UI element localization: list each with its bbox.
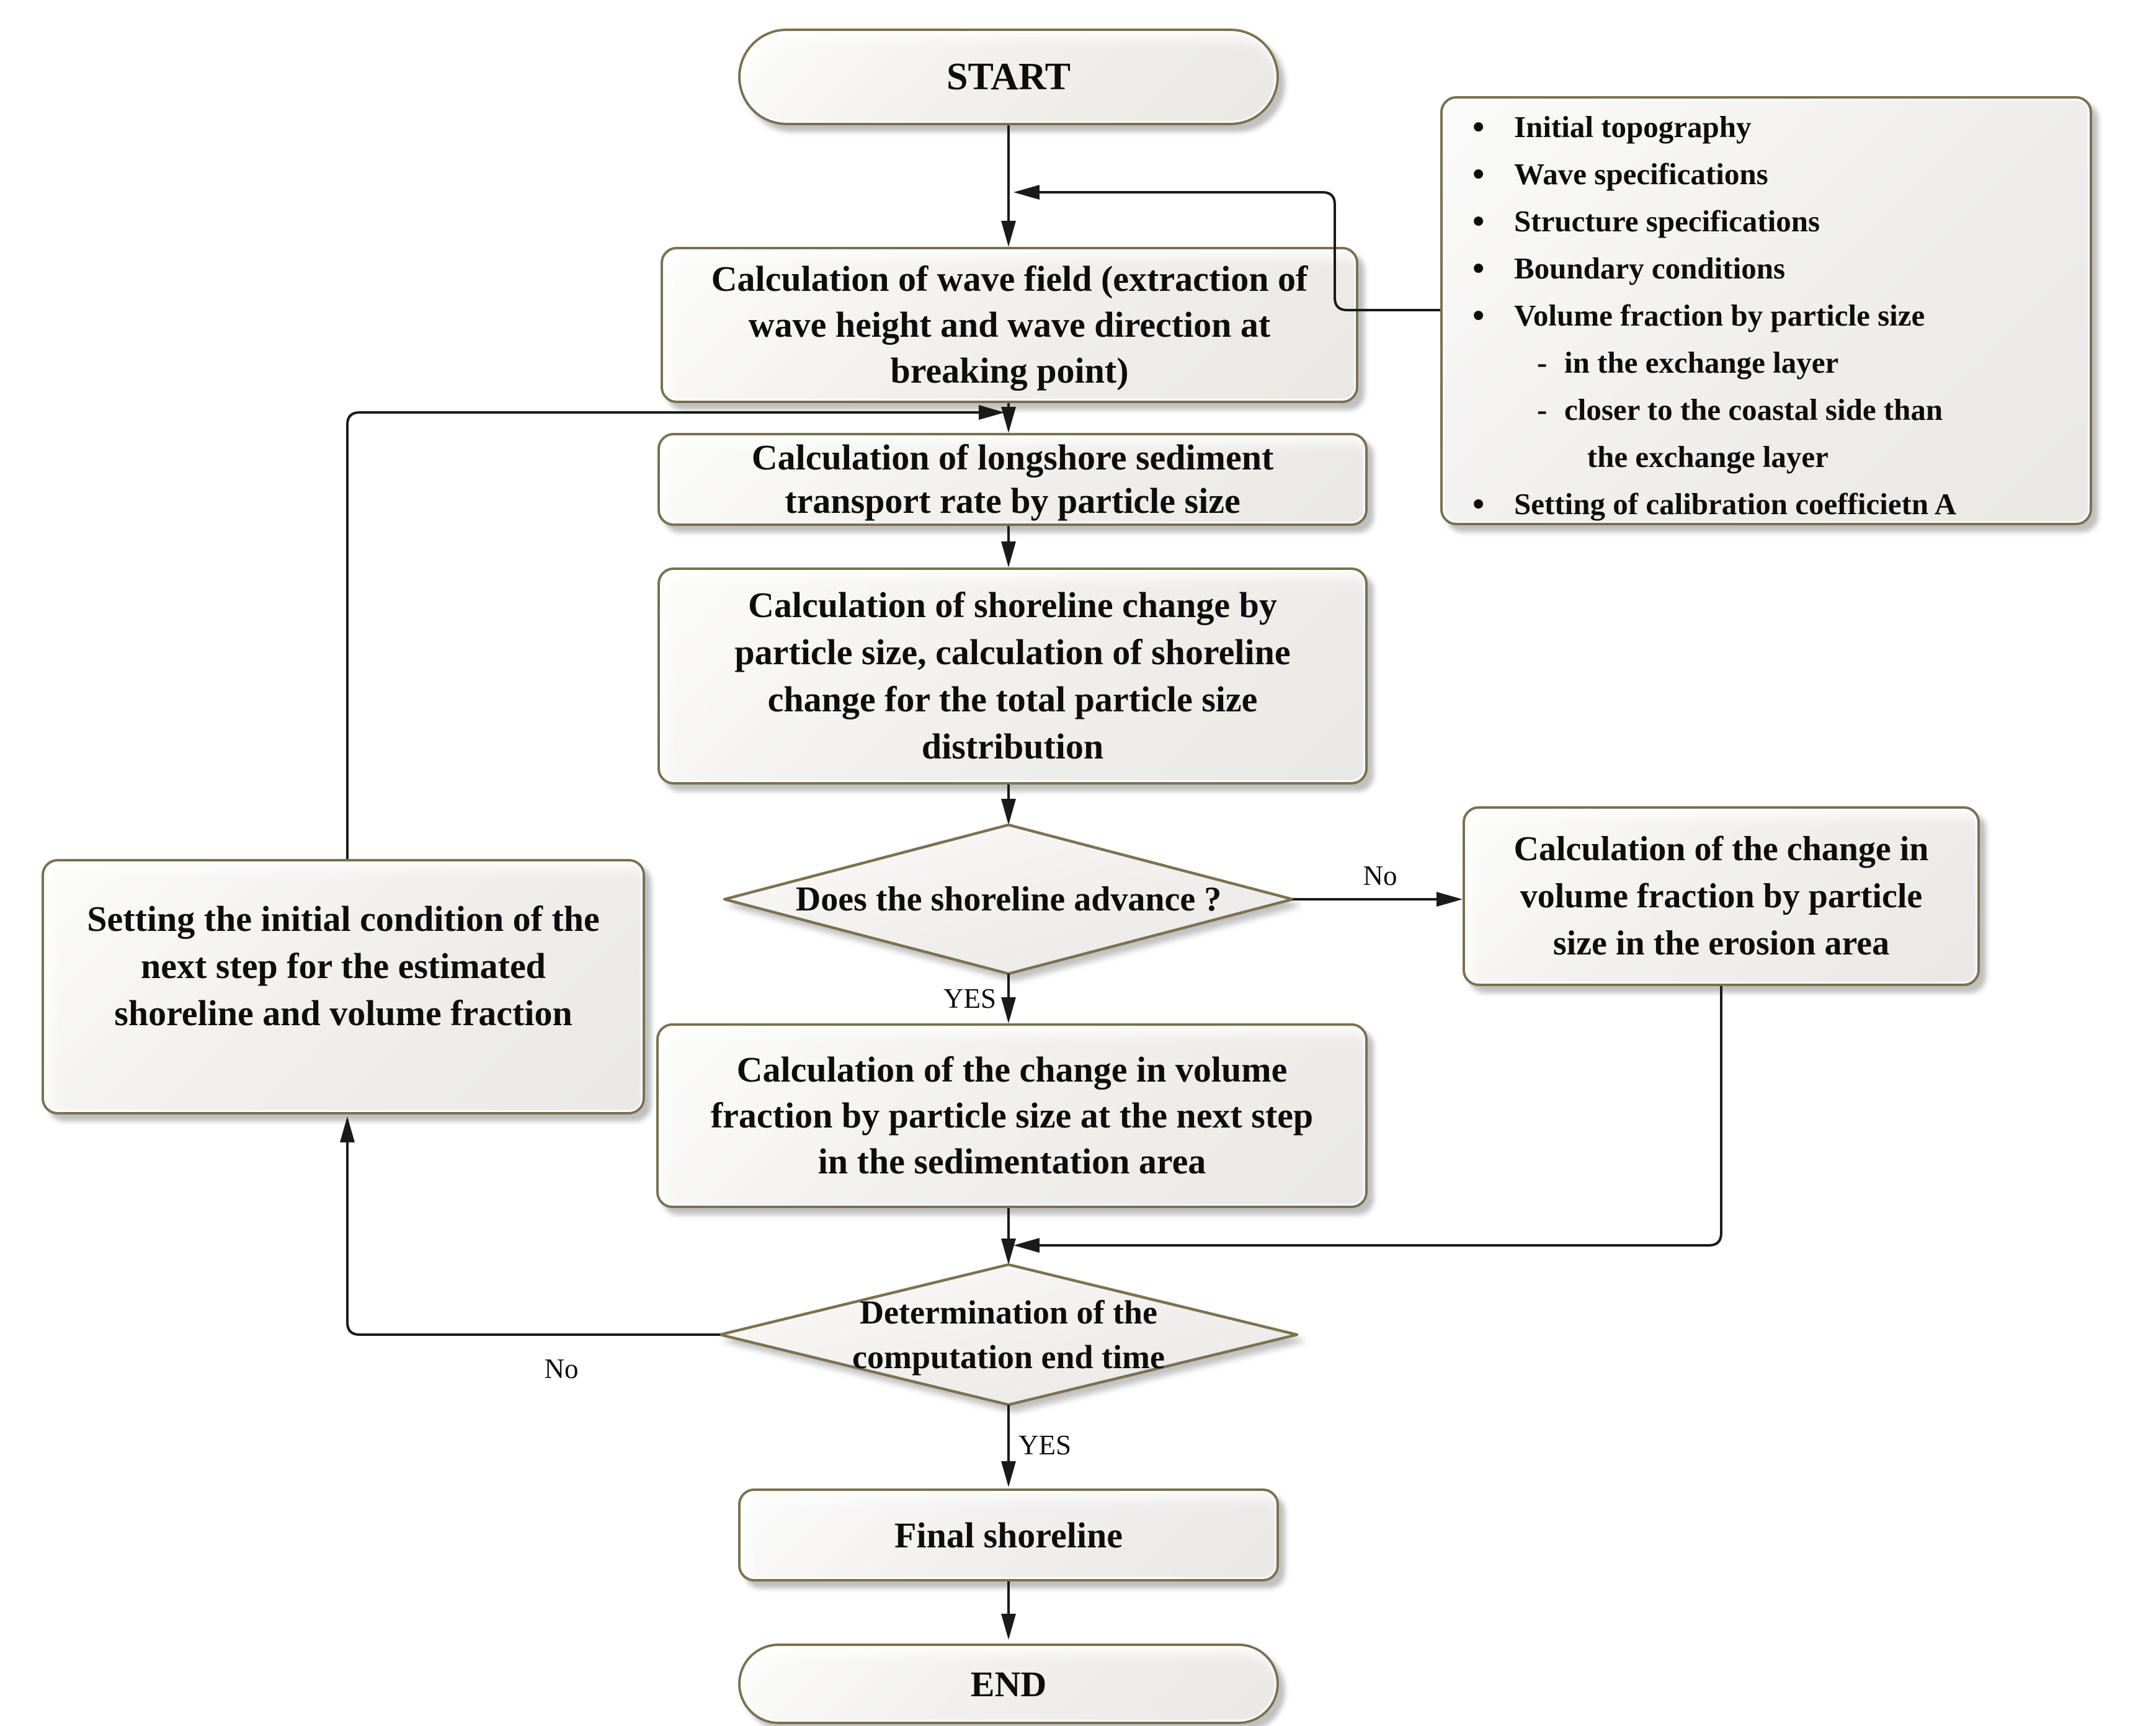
final-shoreline-label: Final shoreline <box>894 1515 1123 1555</box>
note-item: Initial topography <box>1443 104 2077 151</box>
note-item: Volume fraction by particle size <box>1443 292 2077 339</box>
note-item: Boundary conditions <box>1443 245 2077 292</box>
endtime-decision-label: Determination of the computation end tim… <box>744 1279 1273 1390</box>
node-initial-condition: Setting the initial condition of the nex… <box>42 859 645 1114</box>
node-final-shoreline: Final shoreline <box>738 1488 1279 1581</box>
arrowhead-into-initial-condition <box>340 1116 355 1142</box>
shoreline-change-label: Calculation of shoreline change by parti… <box>734 585 1291 767</box>
arrowhead-into-advance-decision <box>1001 799 1016 825</box>
inputs-note-box: Initial topography Wave specifications S… <box>1440 96 2092 528</box>
arrowhead-into-wave-field <box>1001 221 1016 247</box>
start-label: START <box>947 55 1071 98</box>
arrowhead-into-final-shoreline <box>1001 1461 1016 1487</box>
edge-label-yes-endtime: YES <box>1018 1430 1072 1461</box>
node-shoreline-change: Calculation of shoreline change by parti… <box>657 567 1368 785</box>
arrowhead-into-shoreline-change <box>1001 541 1016 567</box>
node-erosion-area: Calculation of the change in volume frac… <box>1463 806 1980 986</box>
edge-label-no-advance: No <box>1363 860 1397 891</box>
arrowhead-into-longshore <box>1001 407 1016 433</box>
arrowhead-into-sedimentation <box>1001 997 1016 1023</box>
note-subitem: in the exchange layer <box>1443 339 2077 386</box>
end-label: END <box>970 1663 1047 1704</box>
edge-label-no-endtime: No <box>544 1353 579 1384</box>
note-item: Setting of calibration coefficietn A <box>1443 481 2077 528</box>
edge-label-yes-advance: YES <box>943 983 996 1014</box>
initial-condition-label: Setting the initial condition of the nex… <box>87 899 600 1033</box>
endtime-decision-text: Determination of the computation end tim… <box>852 1294 1165 1376</box>
arrowhead-erosion-junction <box>1013 1238 1040 1253</box>
advance-decision-label: Does the shoreline advance ? <box>732 865 1285 933</box>
node-end: END <box>738 1644 1279 1724</box>
advance-decision-text: Does the shoreline advance ? <box>795 880 1222 919</box>
note-item: Wave specifications <box>1443 151 2077 198</box>
arrowhead-into-erosion <box>1437 892 1463 907</box>
note-item: Structure specifications <box>1443 198 2077 245</box>
arrowhead-inputs-note <box>1013 185 1040 200</box>
node-sedimentation-area: Calculation of the change in volume frac… <box>656 1023 1368 1208</box>
arrowhead-into-end <box>1001 1614 1016 1640</box>
note-subitem: closer to the coastal side than the exch… <box>1443 386 2077 481</box>
arrowhead-feedback-loop <box>979 405 1005 420</box>
wave-field-label: Calculation of wave field (extraction of… <box>711 259 1308 391</box>
node-wave-field: Calculation of wave field (extraction of… <box>661 247 1358 403</box>
node-longshore-transport: Calculation of longshore sediment transp… <box>657 433 1368 526</box>
node-start: START <box>738 29 1279 125</box>
erosion-label: Calculation of the change in volume frac… <box>1513 830 1929 963</box>
arrowhead-into-endtime-decision <box>1001 1239 1016 1265</box>
longshore-label: Calculation of longshore sediment transp… <box>751 437 1274 521</box>
sedimentation-label: Calculation of the change in volume frac… <box>710 1049 1314 1181</box>
